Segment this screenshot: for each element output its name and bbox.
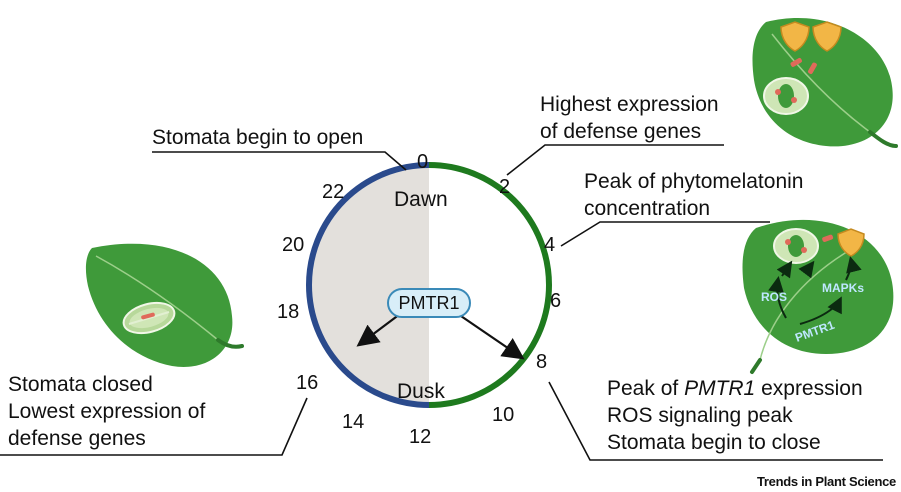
signal-molecule-icon xyxy=(790,57,802,67)
arrow-mapks-to-shield xyxy=(845,256,862,281)
night-fill xyxy=(309,165,429,405)
hour-4: 4 xyxy=(544,234,555,256)
highest-expression-line-2: of defense genes xyxy=(540,120,701,143)
leader-pmtr1-peak xyxy=(548,381,883,461)
hour-2: 2 xyxy=(499,176,510,198)
stoma-open-icon xyxy=(763,77,809,115)
stoma-closed-icon xyxy=(122,301,176,335)
pmtr1-peak-line: Peak of PMTR1 expression xyxy=(607,377,863,400)
pmtr1-badge xyxy=(387,288,471,318)
shield-icon xyxy=(837,228,865,257)
phytomelatonin-line-2: concentration xyxy=(584,197,710,220)
stomata-close-line: Stomata begin to close xyxy=(607,431,821,454)
journal-credit: Trends in Plant Science xyxy=(757,474,896,489)
signal-molecule-icon xyxy=(808,62,817,74)
night-arc xyxy=(306,162,430,408)
hour-10: 10 xyxy=(492,404,514,426)
stomata-closed-line-1: Stomata closed xyxy=(8,373,153,396)
leader-defense-genes xyxy=(506,144,724,176)
arrow-to-hour-8 xyxy=(457,313,525,360)
pmtr1-peak-gene: PMTR1 xyxy=(684,377,755,400)
leader-stomata-open xyxy=(152,151,407,171)
highest-expression-line-1: Highest expression xyxy=(540,93,719,116)
hour-8: 8 xyxy=(536,351,547,373)
ros-label: ROS xyxy=(761,290,787,304)
arrow-ros-to-stoma xyxy=(776,260,793,279)
pmtr1-peak-prefix: Peak of xyxy=(607,377,684,400)
pmtr1-label: PMTR1 xyxy=(398,293,459,313)
mapks-label: MAPKs xyxy=(822,281,864,295)
arrow-ros-to-stoma-2 xyxy=(798,260,815,279)
leaf-closed-stomata xyxy=(85,243,244,367)
ros-peak-line: ROS signaling peak xyxy=(607,404,793,427)
leaf-vein xyxy=(95,255,219,341)
leaf-vein xyxy=(771,33,871,133)
shield-icon xyxy=(780,21,810,52)
leaf-stem xyxy=(868,130,898,148)
shield-icon xyxy=(812,21,842,52)
day-arc xyxy=(428,162,552,408)
hour-18: 18 xyxy=(277,301,299,323)
hour-16: 16 xyxy=(296,372,318,394)
stomata-open-text: Stomata begin to open xyxy=(152,126,363,149)
dawn-label: Dawn xyxy=(394,188,448,211)
arrow-pmtr1-to-ros xyxy=(768,276,787,319)
leaf-defense xyxy=(752,17,898,148)
hour-22: 22 xyxy=(322,181,344,203)
stoma-open-icon xyxy=(773,228,819,264)
leaf-signaling: ROS MAPKs PMTR1 xyxy=(742,219,894,374)
leader-stomata-closed xyxy=(0,397,308,456)
stomata-closed-line-3: defense genes xyxy=(8,427,146,450)
arrow-pmtr1-to-mapks xyxy=(799,296,842,325)
leaf-stem xyxy=(216,338,244,349)
leader-phytomelatonin xyxy=(560,221,770,247)
stomata-closed-line-2: Lowest expression of xyxy=(8,400,205,423)
hour-20: 20 xyxy=(282,234,304,256)
arrow-to-night xyxy=(356,313,401,347)
pmtr1-peak-suffix: expression xyxy=(755,377,862,400)
leaf-vein xyxy=(759,249,851,361)
signal-molecule-icon xyxy=(822,234,834,242)
clock-dial xyxy=(306,162,552,408)
phytomelatonin-line-1: Peak of phytomelatonin xyxy=(584,170,803,193)
dusk-label: Dusk xyxy=(397,380,445,403)
hour-0: 0 xyxy=(417,151,428,173)
hour-12: 12 xyxy=(409,426,431,448)
hour-14: 14 xyxy=(342,411,364,433)
hour-6: 6 xyxy=(550,290,561,312)
leaf-stem xyxy=(750,358,762,374)
